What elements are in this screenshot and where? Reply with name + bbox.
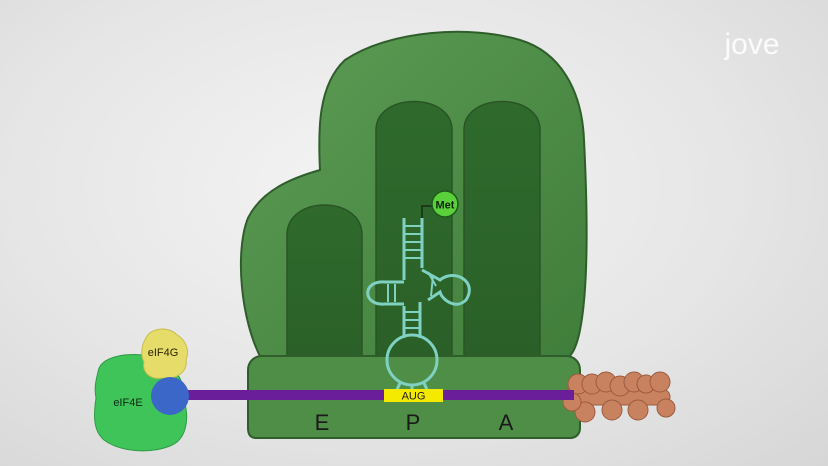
p-site-tunnel	[375, 100, 453, 381]
eif4e-label: eIF4E	[113, 397, 142, 409]
poly-a-tail	[561, 371, 676, 423]
a-site-label: A	[499, 410, 514, 435]
jove-logo: jove	[723, 28, 779, 61]
mrna-5-prime-cap	[151, 377, 189, 415]
mrna-strand	[182, 390, 574, 400]
eif4g-protein	[141, 328, 189, 379]
a-site-tunnel	[463, 100, 541, 381]
p-site-label: P	[406, 410, 421, 435]
aug-codon	[384, 389, 443, 402]
met-amino-acid	[431, 190, 459, 218]
aug-label: AUG	[402, 391, 426, 403]
e-site-label: E	[315, 410, 330, 435]
e-site-tunnel	[286, 204, 363, 381]
eif4g-label: eIF4G	[148, 347, 179, 359]
trna	[366, 205, 471, 393]
met-label: Met	[436, 200, 455, 212]
